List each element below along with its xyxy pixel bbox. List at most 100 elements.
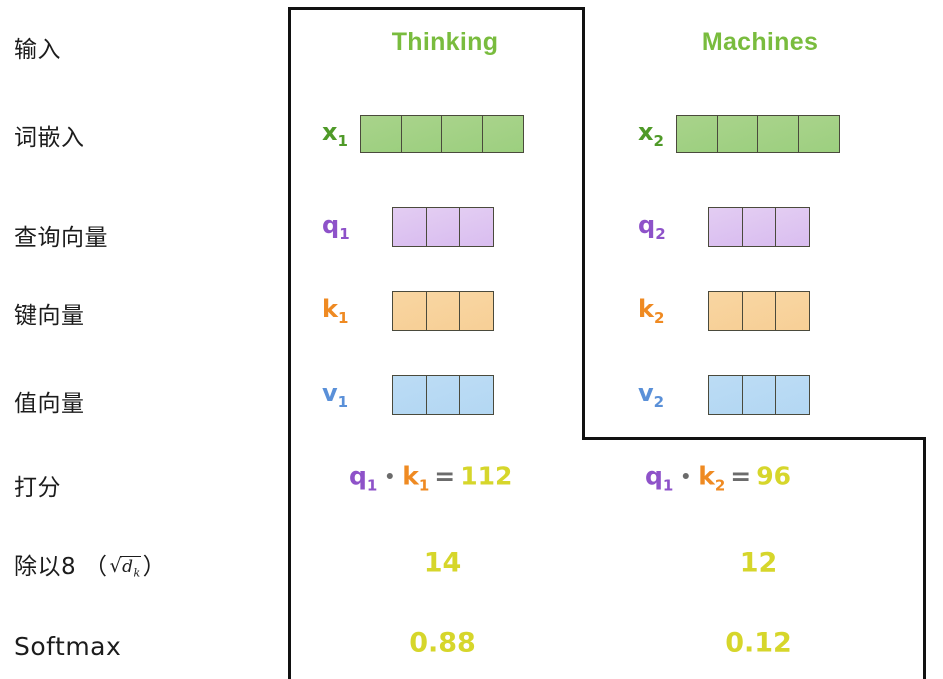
vector-index: 1	[337, 392, 349, 411]
vector-cells-k2	[708, 291, 810, 331]
vector-cell	[481, 115, 524, 153]
score-q-term: q1	[349, 461, 377, 495]
vector-label-x1: x1	[322, 118, 348, 150]
vector-label-k1: k1	[322, 295, 348, 327]
column-header-thinking: Thinking	[391, 28, 499, 56]
score-result-right: 96	[756, 461, 792, 491]
row-score: q1•k1=112 q1•k2=96	[0, 458, 943, 498]
row-embedding: x1 x2	[0, 110, 943, 158]
vector-index: 2	[653, 392, 665, 411]
score-k-letter: k	[402, 461, 419, 491]
equals-sign: =	[730, 461, 752, 491]
vector-cell	[425, 207, 461, 247]
vector-cell	[459, 207, 494, 247]
vector-letter: v	[638, 379, 654, 408]
vector-label-q1: q1	[322, 211, 350, 243]
outline-right-edge	[923, 437, 926, 679]
math-d: d	[122, 557, 134, 578]
vector-index: 1	[337, 131, 348, 150]
score-formula-right: q1 • k2=96	[645, 462, 791, 495]
dot-product-operator: •	[384, 467, 396, 488]
score-k-letter: k	[698, 461, 715, 491]
divide-label-tail: ）	[142, 554, 167, 580]
vector-cells-k1	[392, 291, 494, 331]
dot-product-operator: •	[680, 467, 692, 488]
step-label-score: 打分	[14, 475, 61, 501]
softmax-value-right: 0.12	[725, 627, 792, 659]
vector-letter: k	[322, 295, 338, 324]
score-k-index: 2	[714, 476, 726, 495]
vector-cell	[392, 207, 427, 247]
step-label-key: 键向量	[14, 303, 85, 329]
vector-label-v1: v1	[322, 379, 348, 411]
outline-left-edge	[288, 7, 291, 679]
step-label-input: 输入	[14, 37, 61, 63]
row-query: q1 q2	[0, 203, 943, 251]
score-q-term: q1	[645, 461, 673, 495]
vector-cell	[775, 207, 810, 247]
step-label-divide: 除以8 （√dk）	[14, 547, 166, 581]
vector-cell	[676, 115, 718, 153]
vector-letter: x	[638, 118, 654, 147]
vector-label-v2: v2	[638, 379, 664, 411]
row-divide: 14 12	[0, 543, 943, 583]
row-softmax: 0.88 0.12	[0, 623, 943, 663]
vector-cell	[757, 115, 799, 153]
score-q-letter: q	[349, 461, 367, 491]
vector-label-k2: k2	[638, 295, 664, 327]
vector-index: 2	[655, 224, 666, 243]
vector-cell	[441, 115, 483, 153]
score-formula-left: q1•k1=112	[349, 462, 512, 495]
vector-cell	[708, 375, 743, 415]
score-result-left: 112	[460, 461, 513, 491]
vector-cells-v1	[392, 375, 494, 415]
vector-cell	[360, 115, 402, 153]
score-k-index: 1	[418, 476, 430, 495]
step-label-embedding: 词嵌入	[14, 125, 85, 151]
softmax-value-left: 0.88	[409, 627, 476, 659]
vector-cells-x1	[360, 115, 524, 153]
score-q-index: 1	[662, 476, 674, 495]
vector-cell	[708, 207, 743, 247]
vector-index: 1	[337, 308, 349, 327]
vector-cells-q2	[708, 207, 810, 247]
vector-cell	[741, 375, 777, 415]
vector-cell	[459, 291, 494, 331]
radical-sign: √	[109, 555, 123, 578]
step-label-softmax: Softmax	[14, 632, 122, 661]
vector-cells-v2	[708, 375, 810, 415]
vector-cell	[392, 291, 427, 331]
vector-cell	[425, 375, 461, 415]
vector-letter: v	[322, 379, 338, 408]
vector-letter: q	[638, 211, 656, 240]
vector-cells-q1	[392, 207, 494, 247]
vector-letter: k	[638, 295, 654, 324]
outline-top-edge	[288, 7, 585, 10]
vector-cells-x2	[676, 115, 840, 153]
row-key: k1 k2	[0, 287, 943, 335]
vector-cell	[775, 375, 810, 415]
vector-cell	[400, 115, 443, 153]
vector-cell	[425, 291, 461, 331]
divide-label-head: 除以8 （	[14, 554, 108, 580]
equals-sign: =	[434, 461, 456, 491]
divide-value-left: 14	[423, 547, 462, 579]
vector-cell	[459, 375, 494, 415]
vector-label-q2: q2	[638, 211, 666, 243]
vector-index: 1	[339, 224, 350, 243]
vector-cell	[797, 115, 840, 153]
vector-letter: x	[322, 118, 338, 147]
vector-cell	[775, 291, 810, 331]
step-label-value: 值向量	[14, 391, 85, 417]
vector-cell	[741, 207, 777, 247]
vector-cell	[741, 291, 777, 331]
score-k-term: k1	[402, 461, 429, 495]
step-label-query: 查询向量	[14, 225, 108, 251]
outline-middle-horizontal-edge	[582, 437, 926, 440]
row-value: v1 v2	[0, 371, 943, 419]
divide-value-right: 12	[739, 547, 778, 579]
column-header-machines: Machines	[701, 28, 819, 56]
vector-cell	[708, 291, 743, 331]
score-q-letter: q	[645, 461, 663, 491]
